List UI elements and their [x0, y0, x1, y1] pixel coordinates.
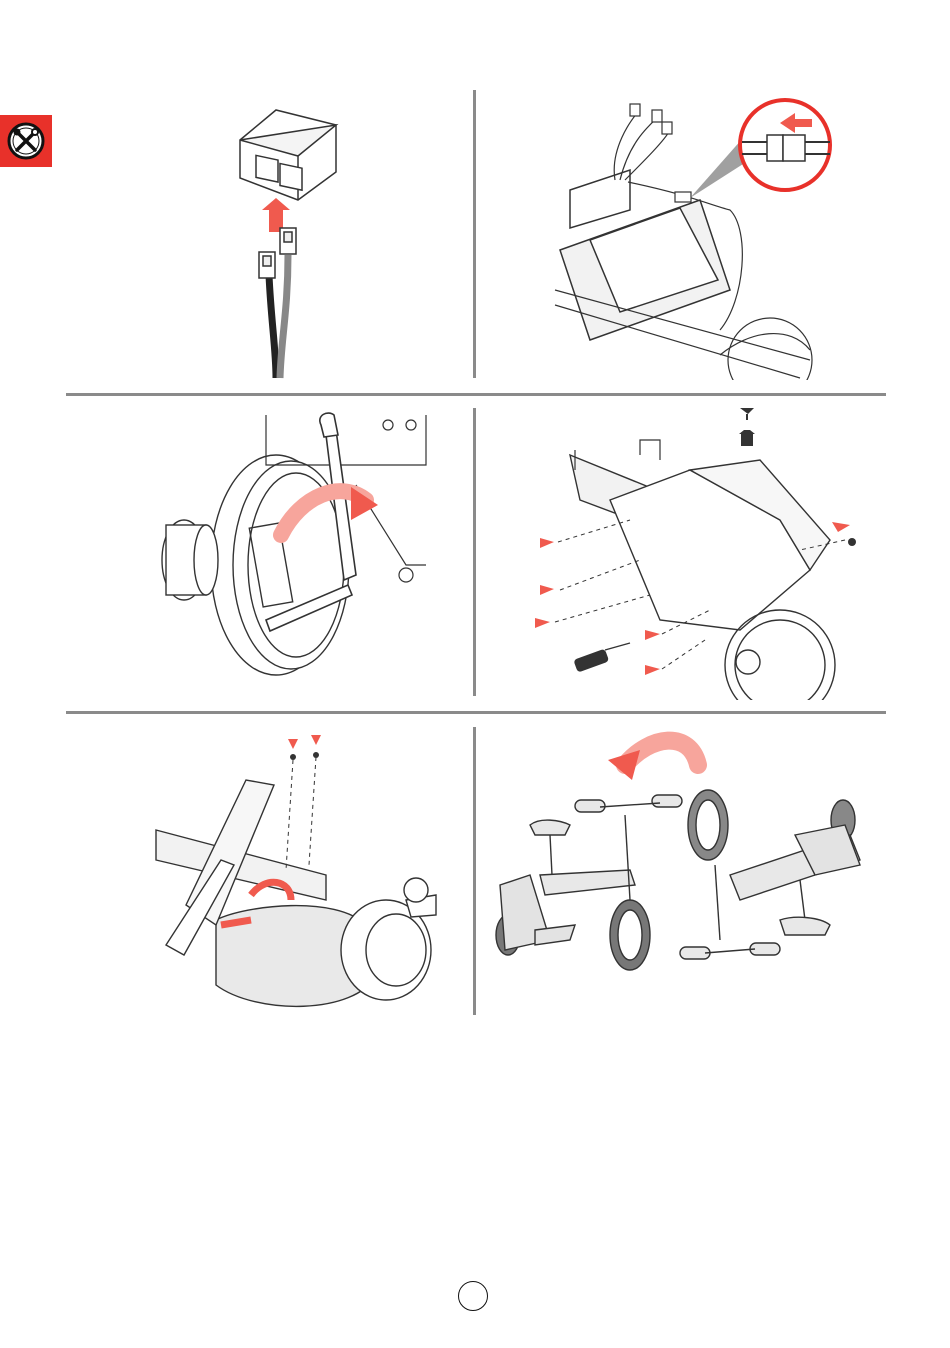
connector-housing — [240, 110, 336, 200]
step-6-illustration — [480, 725, 880, 1015]
divider-vertical-row2 — [473, 408, 476, 696]
connector-zoom-circle — [740, 100, 830, 190]
step-2-illustration — [480, 80, 880, 380]
rotate-arrow-icon — [251, 882, 291, 900]
bike-inverted — [680, 790, 860, 959]
wire-terminals — [259, 228, 296, 378]
page-number-circle — [458, 1281, 488, 1311]
divider-horizontal-1 — [66, 393, 886, 396]
divider-vertical-row1 — [473, 90, 476, 378]
divider-vertical-row3 — [473, 727, 476, 1015]
step-1-illustration — [66, 80, 466, 380]
divider-horizontal-2 — [66, 711, 886, 714]
step-5-illustration — [66, 725, 466, 1015]
up-arrow-icon — [262, 198, 290, 232]
screwdriver-icon — [574, 643, 630, 672]
hub-motor — [162, 520, 218, 600]
screw-arrows — [288, 735, 321, 749]
step-4-illustration — [480, 400, 880, 700]
section-tab — [0, 115, 52, 167]
bike-upright — [496, 795, 682, 970]
tools-icon — [0, 115, 52, 167]
screw-legend — [739, 408, 755, 446]
step-3-illustration — [66, 405, 466, 700]
frame-body — [570, 455, 835, 700]
